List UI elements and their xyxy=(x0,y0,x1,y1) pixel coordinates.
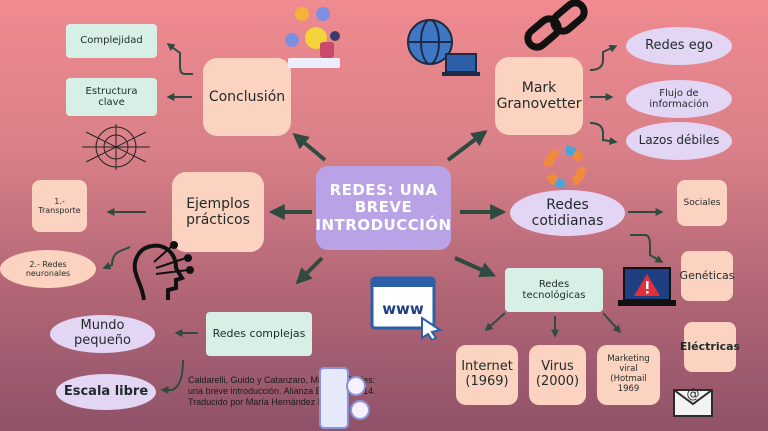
node-redes-cotidianas-label: Redes cotidianas xyxy=(531,196,604,229)
node-transporte: 1.- Transporte xyxy=(32,180,87,232)
email-icon: @ xyxy=(673,387,713,417)
node-lazos-debiles: Lazos débiles xyxy=(626,122,732,160)
arrow-to-complejas xyxy=(295,256,324,285)
reference-line-3: Traducido por María Hernández Díaz. xyxy=(188,397,339,407)
node-electricas: Eléctricas xyxy=(680,322,740,372)
lightbulb-team-icon xyxy=(285,7,340,68)
reference-line-1: Caldarelli, Guido y Catanzaro, Michele. … xyxy=(188,375,376,385)
node-flujo-informacion-label: Flujo de información xyxy=(649,87,709,111)
network-graph-icon xyxy=(82,124,150,170)
node-lazos-debiles-label: Lazos débiles xyxy=(638,133,720,148)
node-transporte-label: 1.- Transporte xyxy=(38,196,81,215)
node-internet: Internet (1969) xyxy=(456,345,518,405)
svg-text:www: www xyxy=(382,300,424,318)
node-internet-label: Internet (1969) xyxy=(461,359,513,389)
node-escala-libre: Escala libre xyxy=(56,374,156,410)
node-escala-libre-label: Escala libre xyxy=(63,383,149,399)
warning-laptop-icon xyxy=(618,267,676,306)
svg-text:@: @ xyxy=(687,387,700,402)
node-mark-granovetter-label: Mark Granovetter xyxy=(496,79,582,112)
node-redes-cotidianas: Redes cotidianas xyxy=(510,190,625,236)
node-complejidad-label: Complejidad xyxy=(80,35,143,47)
node-marketing-viral-label: Marketing viral (Hotmail 1969 xyxy=(607,354,650,394)
node-redes-tecnologicas: Redes tecnológicas xyxy=(505,268,603,312)
node-geneticas: Genéticas xyxy=(679,251,735,301)
node-electricas-label: Eléctricas xyxy=(679,339,741,353)
central-topic-line-1: REDES: UNA xyxy=(329,181,438,200)
node-sociales: Sociales xyxy=(677,180,727,226)
node-redes-ego-label: Redes ego xyxy=(645,37,713,53)
arrow-to-granovetter xyxy=(446,130,488,162)
node-sociales-label: Sociales xyxy=(683,197,721,208)
node-ejemplos-practicos-label: Ejemplos prácticos xyxy=(186,195,250,228)
node-estructura-clave-label: Estructura clave xyxy=(85,85,138,109)
node-estructura-clave: Estructura clave xyxy=(66,78,157,116)
node-mark-granovetter: Mark Granovetter xyxy=(495,57,583,135)
head-circuit-icon xyxy=(132,241,194,301)
globe-laptop-icon xyxy=(407,19,480,76)
cycle-arrows-icon xyxy=(543,145,587,189)
node-mundo-pequeno-label: Mundo pequeño xyxy=(74,318,131,348)
reference-line-2: una breve introducción. Alianza Editoria… xyxy=(188,386,376,396)
node-redes-ego: Redes ego xyxy=(626,27,732,65)
chain-link-icon xyxy=(524,0,588,51)
node-flujo-informacion: Flujo de información xyxy=(626,80,732,118)
central-topic-line-2: BREVE xyxy=(354,198,413,217)
node-complejidad: Complejidad xyxy=(66,24,157,58)
arrow-to-tecnologicas xyxy=(454,256,496,278)
central-topic-line-3: INTRODUCCIÓN xyxy=(315,215,452,234)
node-virus-label: Virus (2000) xyxy=(535,359,580,389)
node-ejemplos-practicos: Ejemplos prácticos xyxy=(172,172,264,252)
node-redes-neuronales-label: 2.- Redes neuronales xyxy=(25,259,71,278)
node-geneticas-label: Genéticas xyxy=(679,268,735,282)
node-redes-neuronales: 2.- Redes neuronales xyxy=(0,250,96,288)
node-conclusion: Conclusión xyxy=(203,58,291,136)
central-topic: REDES: UNA BREVE INTRODUCCIÓN xyxy=(315,166,452,250)
node-redes-complejas-label: Redes complejas xyxy=(212,326,306,340)
phone-social-icon xyxy=(319,367,370,429)
arrow-to-conclusion xyxy=(292,132,327,162)
node-marketing-viral: Marketing viral (Hotmail 1969 xyxy=(597,345,660,405)
node-virus: Virus (2000) xyxy=(529,345,586,405)
www-browser-icon: www xyxy=(370,276,443,340)
node-redes-complejas: Redes complejas xyxy=(206,312,312,356)
reference-citation: Caldarelli, Guido y Catanzaro, Michele. … xyxy=(188,375,376,408)
node-redes-tecnologicas-label: Redes tecnológicas xyxy=(522,278,586,302)
node-conclusion-label: Conclusión xyxy=(208,88,286,105)
node-mundo-pequeno: Mundo pequeño xyxy=(50,315,155,353)
